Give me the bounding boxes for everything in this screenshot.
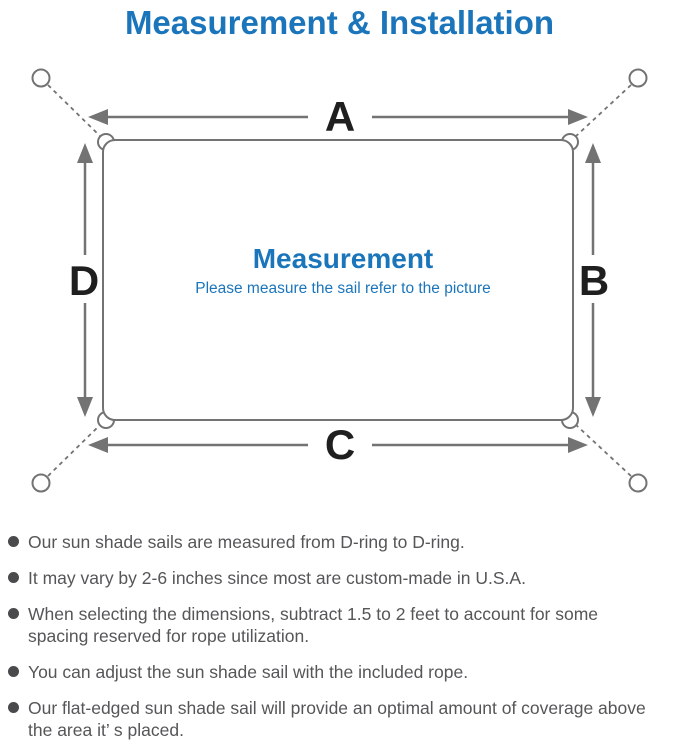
bullet-text: Our sun shade sails are measured from D-… (28, 532, 465, 552)
page-title: Measurement & Installation (124, 4, 555, 41)
arrow-up-icon (77, 143, 93, 163)
arrow-up-icon (585, 143, 601, 163)
bullet-text: Our flat-edged sun shade sail will provi… (28, 698, 646, 740)
bullet-dot-icon (8, 572, 19, 583)
dimension-arrow-left (77, 143, 93, 417)
diagram-center-title: Measurement (253, 243, 434, 274)
dimension-arrow-top (88, 109, 588, 125)
anchor-rope-top-left (47, 84, 102, 138)
list-item: You can adjust the sun shade sail with t… (8, 661, 674, 683)
dim-label-right: B (579, 257, 609, 304)
bullet-dot-icon (8, 702, 19, 713)
arrow-right-icon (568, 437, 588, 453)
bullet-text: It may vary by 2-6 inches since most are… (28, 568, 526, 588)
bullet-text: When selecting the dimensions, subtract … (28, 604, 599, 646)
anchor-rope-bottom-left (47, 423, 102, 477)
diagram-center-subtitle: Please measure the sail refer to the pic… (195, 280, 491, 297)
anchor-ring-top-right-icon (628, 68, 648, 88)
arrow-down-icon (77, 397, 93, 417)
dim-label-bottom: C (325, 421, 355, 468)
arrow-left-icon (88, 109, 108, 125)
bullet-text: You can adjust the sun shade sail with t… (28, 662, 469, 682)
bullet-dot-icon (8, 608, 19, 619)
bullet-dot-icon (8, 536, 19, 547)
anchor-ring-bottom-left-icon (31, 473, 51, 493)
measurement-diagram: A C D B Measurement Please measure the s… (0, 55, 679, 507)
anchor-rope-top-right (574, 84, 632, 138)
arrow-right-icon (568, 109, 588, 125)
sail-outline (102, 139, 574, 421)
dim-label-left: D (69, 257, 99, 304)
dim-label-top: A (325, 93, 355, 140)
dimension-arrow-bottom (88, 437, 588, 453)
list-item: Our flat-edged sun shade sail will provi… (8, 697, 674, 741)
list-item: Our sun shade sails are measured from D-… (8, 531, 674, 553)
instruction-bullet-list: Our sun shade sails are measured from D-… (8, 531, 674, 755)
anchor-rope-bottom-right (574, 423, 632, 477)
dimension-arrow-right (585, 143, 601, 417)
arrow-left-icon (88, 437, 108, 453)
list-item: When selecting the dimensions, subtract … (8, 603, 674, 647)
anchor-ring-bottom-right-icon (628, 473, 648, 493)
list-item: It may vary by 2-6 inches since most are… (8, 567, 674, 589)
measurement-diagram-svg: A C D B Measurement Please measure the s… (31, 68, 648, 493)
anchor-ring-top-left-icon (31, 68, 51, 88)
bullet-dot-icon (8, 666, 19, 677)
arrow-down-icon (585, 397, 601, 417)
